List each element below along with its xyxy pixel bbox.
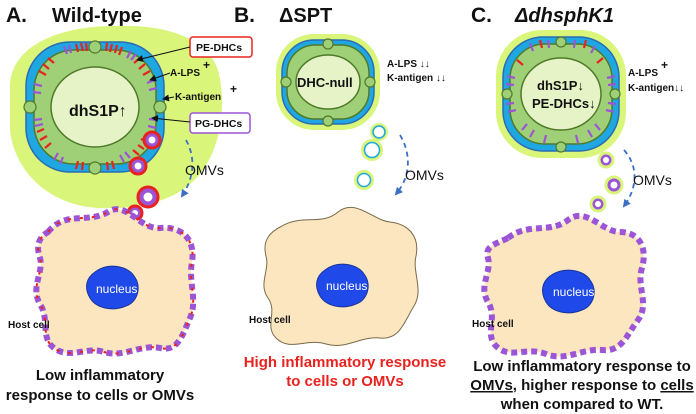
cell-knobs-b	[280, 38, 376, 127]
nucleus-a	[86, 265, 139, 310]
pg-dhcs-label: PG-DHCs	[195, 118, 242, 130]
omvs-c	[589, 151, 624, 213]
cell-label-c-2: PE-DHCs↓	[532, 96, 596, 111]
nucleus-c	[542, 269, 595, 314]
cell-interior-a	[50, 66, 140, 148]
pg-dhcs-arrow	[151, 115, 191, 123]
kantigen-label-b: K-antigen ↓↓	[387, 73, 446, 84]
pg-dhc-marks-a	[32, 44, 158, 165]
omvs-b	[354, 123, 388, 190]
pe-dhcs-arrow	[136, 46, 191, 62]
pe-dhcs-label: PE-DHCs	[196, 42, 242, 54]
alps-label-c: A-LPS	[628, 68, 658, 79]
caption-a-line2: response to cells or OMVs	[6, 387, 194, 404]
cell-interior-c	[520, 57, 602, 131]
omv-arrow-c	[622, 149, 636, 208]
alps-label-b: A-LPS ↓↓	[387, 59, 430, 70]
caption-c-mid: , higher response to	[513, 377, 661, 394]
host-label-a: Host cell	[8, 320, 50, 331]
omvs-a	[126, 130, 162, 222]
cell-interior-b	[295, 54, 361, 110]
host-cell-a-dhc-dots	[35, 208, 195, 355]
kantigen-sign-a: +	[230, 82, 237, 96]
host-label-b: Host cell	[249, 315, 291, 326]
panel-b-title: ΔSPT	[279, 5, 332, 27]
caption-c-line1: Low inflammatory response to	[473, 358, 691, 375]
omv-arrow-b	[394, 134, 409, 196]
omvs-label-b: OMVs	[405, 167, 444, 183]
caption-c-line3: when compared to WT.	[500, 396, 664, 413]
panel-b-letter: B.	[234, 4, 255, 27]
caption-a-line1: Low inflammatory	[36, 367, 165, 384]
panel-c-letter: C.	[471, 4, 492, 27]
omvs-label-c: OMVs	[633, 172, 672, 188]
pe-dhc-marks-c	[516, 39, 604, 66]
host-label-c: Host cell	[472, 319, 514, 330]
omv-arrow-a	[180, 139, 194, 198]
caption-c-line2: OMVs, higher response to cells	[470, 377, 693, 394]
cell-knobs-c	[501, 36, 621, 153]
kantigen-label-c: K-antigen↓↓	[628, 83, 684, 94]
panel-c: C. ΔdhsphK1 dhS1P↓ PE-DHCs↓ A-LPS + K-an…	[470, 4, 693, 413]
caption-b-line1: High inflammatory response	[244, 354, 447, 371]
nucleus-label-b: nucleus	[326, 279, 367, 293]
nucleus-label-a: nucleus	[96, 282, 137, 296]
alps-sign-a: +	[203, 58, 210, 72]
panel-b: B. ΔSPT DHC-null A-LPS ↓↓ K-antigen ↓↓ O…	[234, 4, 446, 390]
cell-label-c-1: dhS1P↓	[537, 78, 584, 93]
panel-a-title: Wild-type	[52, 5, 142, 27]
panel-a: A. Wild-type	[6, 4, 253, 404]
alps-sign-c: +	[661, 58, 668, 72]
panel-a-letter: A.	[6, 4, 27, 27]
cell-label-a: dhS1P↑	[69, 103, 127, 120]
nucleus-b	[316, 263, 369, 308]
cell-knobs-a	[23, 40, 167, 175]
nucleus-label-c: nucleus	[553, 285, 594, 299]
alps-arrow-a	[149, 72, 171, 82]
kantigen-label-a: K-antigen	[175, 92, 221, 103]
pg-dhc-marks-c	[505, 39, 617, 144]
omvs-label-a: OMVs	[185, 162, 224, 178]
caption-b-line2: to cells or OMVs	[286, 373, 404, 390]
panel-c-title: ΔdhsphK1	[514, 5, 614, 27]
cell-label-b: DHC-null	[297, 75, 353, 90]
caption-c-cells: cells	[660, 377, 693, 394]
kantigen-arrow-a	[162, 94, 175, 102]
pg-dhcs-box	[189, 112, 251, 134]
caption-c-omvs: OMVs	[470, 377, 513, 394]
alps-label-a: A-LPS	[170, 68, 200, 79]
pe-dhc-marks-a	[36, 42, 151, 171]
